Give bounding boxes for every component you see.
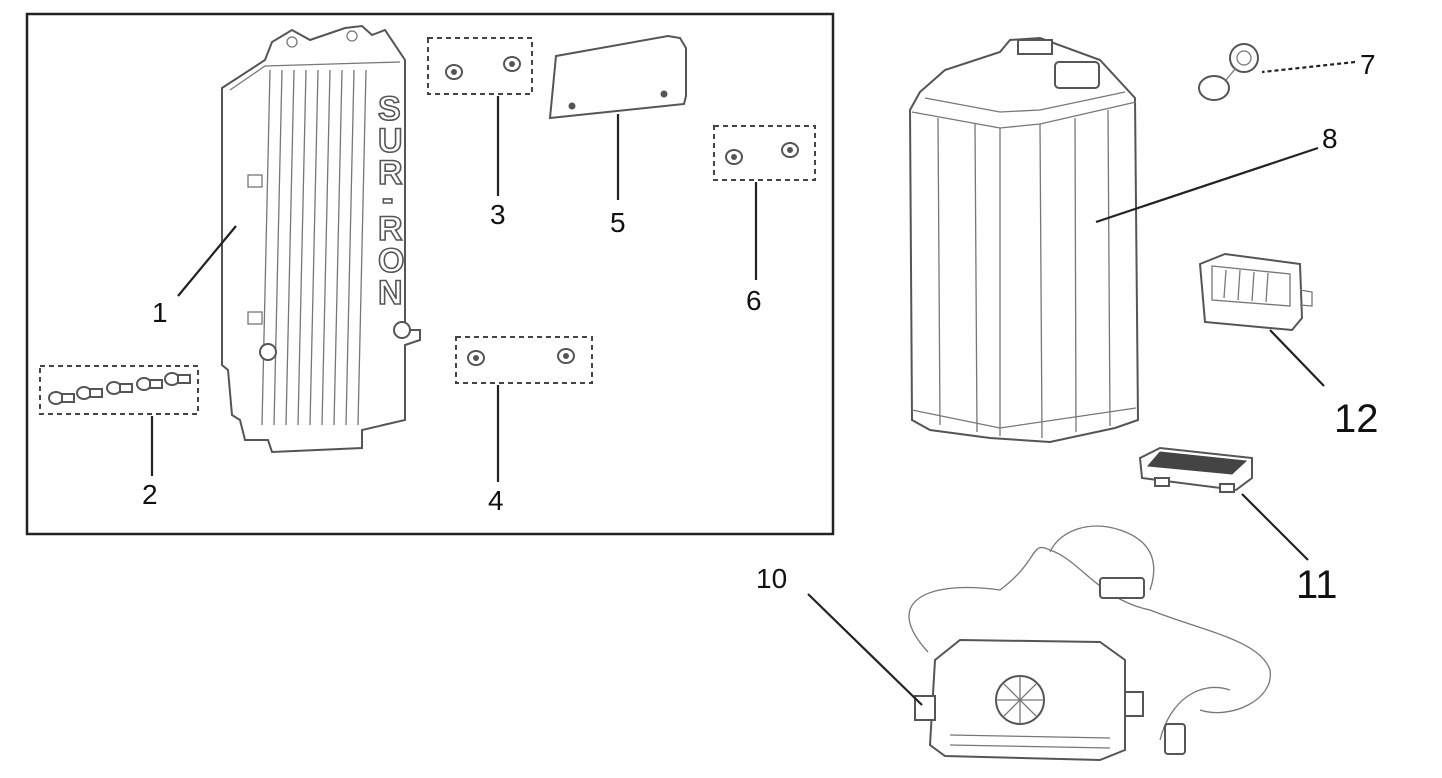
leader-1 [177, 225, 237, 297]
bolt-set-6 [713, 125, 816, 181]
leader-7 [1261, 60, 1356, 74]
callout-3: 3 [490, 199, 506, 230]
leader-11 [1241, 493, 1309, 561]
controller-part: S U R - R O N [221, 24, 421, 454]
leader-10 [807, 593, 923, 706]
bolt-set-4 [455, 336, 593, 384]
leader-12 [1269, 329, 1325, 387]
group-frame [25, 12, 835, 536]
logo-letter: R [378, 210, 403, 248]
callout-1: 1 [152, 297, 168, 328]
cooling-fins [261, 69, 367, 426]
leader-lines [150, 60, 1356, 706]
cover-plate-5 [548, 34, 687, 120]
callout-labels: 1 2 3 4 5 6 7 8 10 11 12 [142, 49, 1379, 607]
logo-letter: - [382, 180, 393, 218]
callout-10: 10 [756, 563, 787, 594]
callout-12: 12 [1334, 397, 1379, 441]
leader-8 [1095, 146, 1319, 224]
callout-7: 7 [1360, 49, 1376, 80]
bolt-set-3 [427, 37, 533, 95]
logo-letter: R [378, 154, 403, 192]
logo-letter: N [378, 274, 403, 312]
battery-pack-8 [908, 36, 1140, 444]
logo-letter: O [378, 242, 404, 280]
logo-letter: U [378, 122, 403, 160]
heatsink-11 [1138, 446, 1253, 493]
callout-2: 2 [142, 479, 158, 510]
logo-letter: S [378, 90, 401, 128]
callout-8: 8 [1322, 123, 1338, 154]
charger-10 [908, 525, 1271, 762]
callout-6: 6 [746, 285, 762, 316]
bolt-set-2 [39, 365, 199, 415]
callout-5: 5 [610, 207, 626, 238]
module-12 [1198, 252, 1313, 332]
sur-ron-logo: S U R - R O N [377, 89, 405, 313]
callout-11: 11 [1296, 563, 1338, 607]
callout-4: 4 [488, 485, 504, 516]
cap-ring-7 [1198, 43, 1259, 101]
